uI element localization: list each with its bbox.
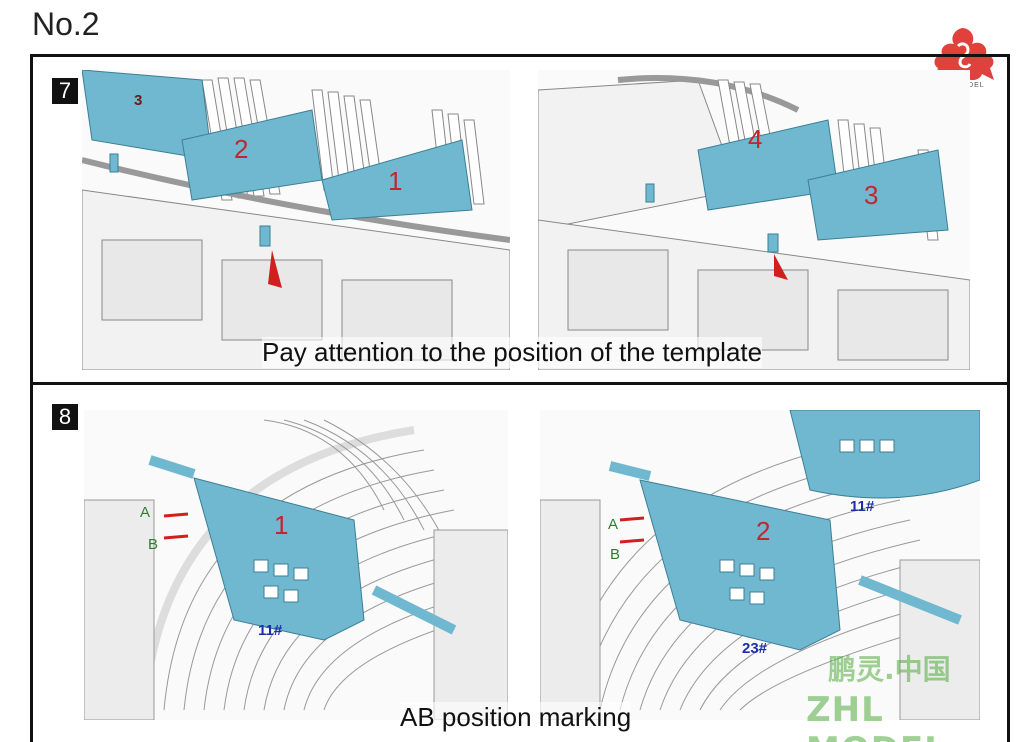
watermark-cn: 鹏灵.中国 xyxy=(828,653,951,686)
mark-a: A xyxy=(140,504,151,521)
frame-label-11: 11# xyxy=(850,498,875,515)
callout-1: 1 xyxy=(274,510,289,540)
callout-1: 1 xyxy=(388,166,403,196)
mark-b: B xyxy=(148,536,159,553)
callout-2: 2 xyxy=(756,516,771,546)
instruction-frame xyxy=(30,54,1010,742)
frame-label-23: 23# xyxy=(742,640,768,657)
callout-2: 2 xyxy=(234,134,249,164)
step8-illustration-left: 1 A B 11# xyxy=(84,410,508,720)
callout-4: 4 xyxy=(748,124,763,154)
mark-b: B xyxy=(610,546,621,563)
section-divider xyxy=(30,382,1010,385)
step7-illustration-left: 2 1 3 xyxy=(82,70,510,370)
callout-3: 3 xyxy=(864,180,879,210)
step-badge-7: 7 xyxy=(52,78,78,104)
mark-a: A xyxy=(608,516,619,533)
page-number: No.2 xyxy=(32,6,100,42)
step8-illustration-right: 2 A B 11# 23# xyxy=(540,410,980,720)
step-badge-8: 8 xyxy=(52,404,78,430)
frame-label-11: 11# xyxy=(258,622,283,639)
watermark-en: ZHL MODEL xyxy=(806,690,946,742)
callout-3-small: 3 xyxy=(134,92,143,109)
step8-caption: AB position marking xyxy=(400,702,632,733)
step7-caption: Pay attention to the position of the tem… xyxy=(262,337,763,368)
step7-illustration-right: 4 3 xyxy=(538,70,970,370)
